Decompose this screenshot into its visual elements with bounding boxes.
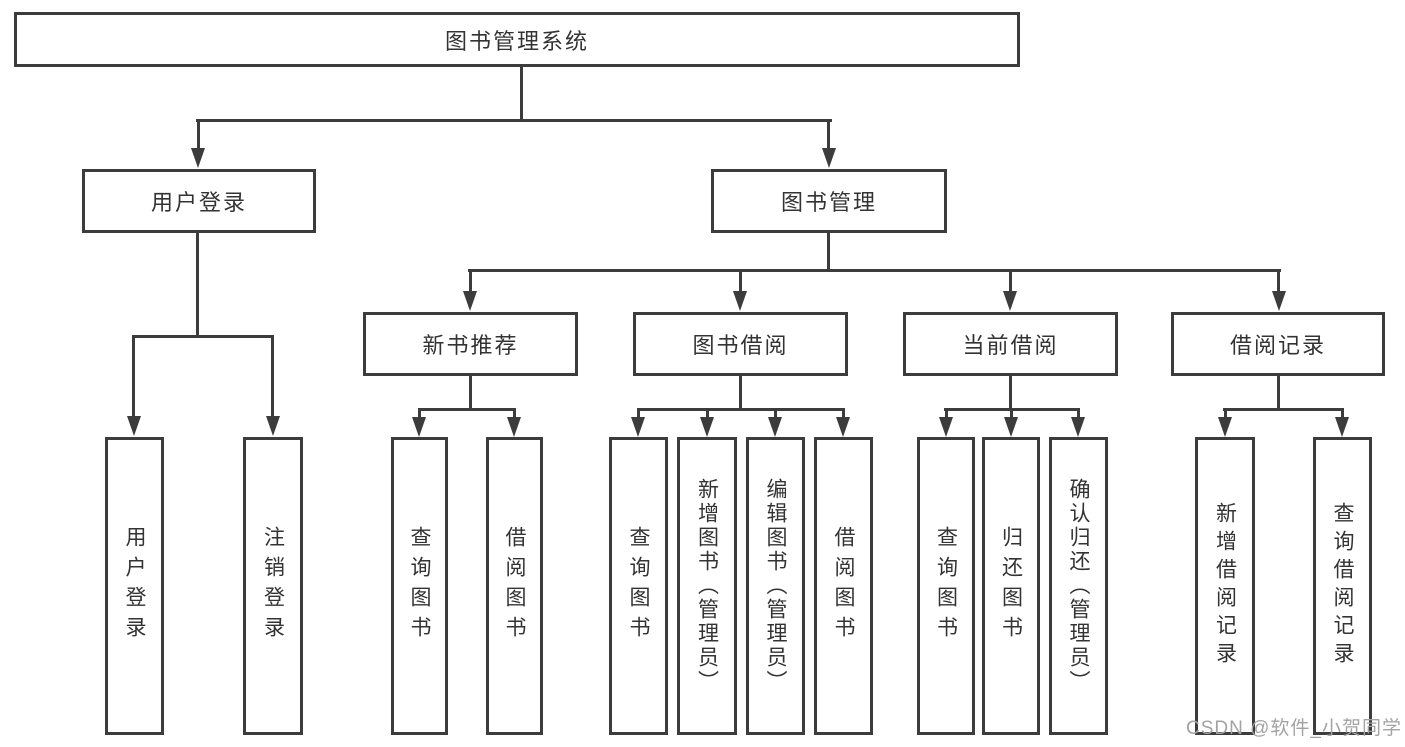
- arrowhead-icon: [822, 148, 836, 168]
- connector-line: [469, 376, 472, 410]
- node-label: 用户登录: [123, 526, 146, 646]
- leaf-return-books: 归还图书: [982, 437, 1040, 735]
- connector-line: [1277, 269, 1280, 293]
- connector-line: [827, 233, 830, 271]
- node-label: 新增图书（管理员）: [695, 478, 719, 694]
- connector-line: [1224, 408, 1227, 420]
- node-label: 编辑图书（管理员）: [764, 478, 787, 694]
- leaf-add-books-admin: 新增图书（管理员）: [677, 437, 737, 735]
- connector-line: [1223, 408, 1344, 411]
- node-label: 新书推荐: [422, 333, 519, 358]
- node-current-borrowing: 当前借阅: [903, 312, 1118, 376]
- node-label: 用户登录: [150, 190, 247, 215]
- connector-line: [468, 269, 1281, 272]
- leaf-borrow-books-2: 借阅图书: [814, 437, 873, 735]
- node-library-management-system: 图书管理系统: [14, 12, 1020, 67]
- connector-line: [271, 335, 274, 416]
- connector-line: [513, 408, 516, 420]
- arrowhead-icon: [733, 291, 747, 311]
- leaf-query-books-2: 查询图书: [609, 437, 668, 735]
- node-book-management: 图书管理: [711, 169, 947, 233]
- leaf-confirm-return-admin: 确认归还（管理员）: [1049, 437, 1108, 735]
- leaf-user-login: 用户登录: [105, 437, 164, 735]
- arrowhead-icon: [631, 417, 645, 437]
- connector-line: [1077, 408, 1080, 420]
- node-label: 借阅图书: [832, 526, 855, 646]
- node-label: 新增借阅记录: [1213, 502, 1237, 670]
- connector-line: [1009, 269, 1012, 293]
- leaf-query-books-3: 查询图书: [917, 437, 975, 735]
- arrowhead-icon: [1004, 417, 1018, 437]
- node-label: 借阅记录: [1229, 333, 1326, 358]
- leaf-add-borrow-record: 新增借阅记录: [1195, 437, 1255, 735]
- connector-line: [637, 408, 640, 420]
- arrowhead-icon: [939, 417, 953, 437]
- connector-line: [1341, 408, 1344, 420]
- leaf-logout: 注销登录: [243, 437, 303, 735]
- node-new-book-recommendation: 新书推荐: [363, 312, 578, 376]
- leaf-query-books-1: 查询图书: [391, 437, 448, 735]
- connector-line: [196, 233, 199, 337]
- node-label: 归还图书: [999, 526, 1023, 646]
- connector-line: [774, 408, 777, 420]
- node-label: 查询图书: [408, 526, 431, 646]
- connector-line: [132, 335, 274, 338]
- node-book-borrowing: 图书借阅: [633, 312, 848, 376]
- connector-line: [469, 269, 472, 293]
- node-label: 图书借阅: [692, 333, 789, 358]
- connector-line: [1277, 376, 1280, 410]
- arrowhead-icon: [191, 148, 205, 168]
- connector-line: [945, 408, 948, 420]
- connector-line: [739, 269, 742, 293]
- connector-line: [196, 119, 832, 122]
- node-label: 当前借阅: [962, 333, 1059, 358]
- node-borrowing-records: 借阅记录: [1171, 312, 1385, 376]
- leaf-query-borrow-record: 查询借阅记录: [1313, 437, 1372, 735]
- arrowhead-icon: [127, 416, 141, 436]
- arrowhead-icon: [768, 417, 782, 437]
- arrowhead-icon: [507, 417, 521, 437]
- arrowhead-icon: [836, 417, 850, 437]
- connector-line: [418, 408, 516, 411]
- arrowhead-icon: [1003, 291, 1017, 311]
- arrowhead-icon: [1071, 417, 1085, 437]
- arrowhead-icon: [463, 291, 477, 311]
- connector-line: [1009, 376, 1012, 410]
- node-label: 图书管理系统: [444, 28, 589, 54]
- watermark: CSDN @软件_小贺同学: [1186, 718, 1402, 739]
- node-label: 查询图书: [934, 526, 958, 646]
- connector-line: [842, 408, 845, 420]
- connector-line: [418, 408, 421, 420]
- connector-line: [1010, 408, 1013, 420]
- leaf-edit-books-admin: 编辑图书（管理员）: [746, 437, 805, 735]
- arrowhead-icon: [1272, 291, 1286, 311]
- node-label: 注销登录: [261, 526, 285, 646]
- node-label: 确认归还（管理员）: [1067, 478, 1090, 694]
- connector-line: [739, 376, 742, 410]
- node-label: 查询借阅记录: [1331, 502, 1354, 670]
- connector-line: [827, 119, 830, 150]
- node-label: 查询图书: [627, 526, 650, 646]
- arrowhead-icon: [700, 417, 714, 437]
- node-label: 借阅图书: [503, 526, 526, 646]
- arrowhead-icon: [1218, 417, 1232, 437]
- node-user-login: 用户登录: [82, 169, 316, 233]
- arrowhead-icon: [1335, 417, 1349, 437]
- connector-line: [706, 408, 709, 420]
- connector-line: [197, 119, 200, 150]
- connector-line: [637, 408, 845, 411]
- leaf-borrow-books-1: 借阅图书: [486, 437, 543, 735]
- arrowhead-icon: [266, 416, 280, 436]
- connector-line: [132, 335, 135, 416]
- arrowhead-icon: [412, 417, 426, 437]
- node-label: 图书管理: [780, 190, 877, 215]
- connector-line: [520, 66, 523, 122]
